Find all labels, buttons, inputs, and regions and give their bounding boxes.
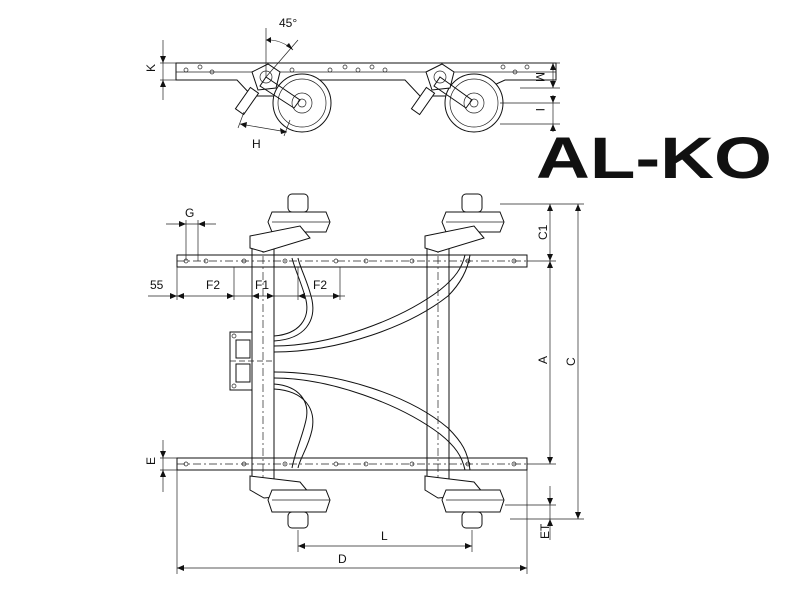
brake-coupler-block <box>229 331 274 391</box>
hub-bottom-left <box>249 475 331 529</box>
logo-text: AL-KO <box>536 126 772 191</box>
label-l: L <box>381 529 388 543</box>
label-f2-right: F2 <box>313 278 327 292</box>
dim-a: A <box>527 261 556 465</box>
label-angle-45: 45° <box>279 16 297 30</box>
side-wheel-left <box>272 73 332 133</box>
hub-bottom-right <box>424 475 505 529</box>
alko-logo: AL-KO <box>536 126 772 191</box>
dim-h: H <box>237 111 291 151</box>
label-e: E <box>144 457 158 465</box>
label-55: 55 <box>150 278 164 292</box>
dim-c1: C1 <box>500 203 556 262</box>
label-a: A <box>536 356 550 364</box>
dim-et: ET <box>505 486 556 540</box>
label-k: K <box>144 64 158 72</box>
side-axle-bracket-right <box>410 63 473 116</box>
plan-view: G 55 F2 F1 F2 <box>144 193 584 574</box>
dim-chain-f: 55 F2 F1 F2 <box>148 267 345 300</box>
dim-g: G <box>166 206 216 261</box>
side-frame-rail <box>175 62 557 97</box>
brake-cables <box>273 254 471 471</box>
label-m: M <box>533 72 547 82</box>
dim-d: D <box>176 470 528 574</box>
side-view: 45° K H M <box>144 16 560 151</box>
label-h: H <box>252 137 261 151</box>
hub-top-right <box>424 193 505 253</box>
dim-angle-45: 45° <box>265 16 299 78</box>
dim-c: C <box>510 203 584 520</box>
label-c1: C1 <box>536 224 550 240</box>
dim-e: E <box>144 440 177 492</box>
label-f2-left: F2 <box>206 278 220 292</box>
dim-k: K <box>144 40 176 100</box>
side-bolt-holes <box>183 64 530 75</box>
label-g: G <box>185 206 194 220</box>
label-et: ET <box>538 523 552 539</box>
crossbar-holes <box>183 258 517 467</box>
dim-l: L <box>297 529 473 552</box>
label-i: I <box>533 108 547 111</box>
dim-i: I <box>500 95 560 132</box>
side-wheel-right <box>444 73 504 133</box>
label-d: D <box>338 552 347 566</box>
label-f1: F1 <box>255 278 269 292</box>
label-c: C <box>564 357 578 366</box>
hub-top-left <box>249 193 331 253</box>
dim-m: M <box>520 62 560 89</box>
